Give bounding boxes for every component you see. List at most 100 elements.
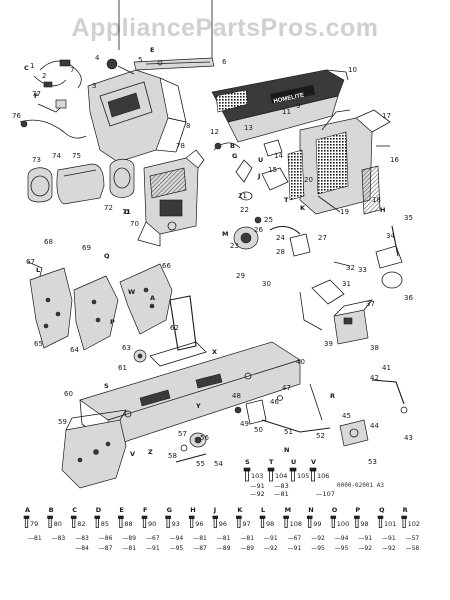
part-label-6: 6	[222, 58, 227, 66]
letter-label-W: W	[128, 288, 135, 296]
hw-bottom-screw-A: 79	[30, 520, 38, 528]
hw-bottom-screw-F: 90	[148, 520, 156, 528]
part-label-40: 40	[296, 358, 305, 366]
part-label-75: 75	[72, 152, 81, 160]
part-label-53: 53	[368, 458, 377, 466]
part-label-45: 45	[342, 412, 351, 420]
hw-bottom-extra-J: —89	[217, 545, 231, 552]
hw-bottom-letter-A: A	[25, 506, 30, 514]
part-label-41: 41	[382, 364, 391, 372]
hardware-legend-drawings	[23, 515, 407, 528]
part-label-54: 54	[214, 460, 223, 468]
letter-label-H: H	[380, 206, 385, 214]
hw-bottom-extra-L: —92	[264, 545, 278, 552]
part-label-77: 77	[32, 90, 41, 98]
part-label-48: 48	[232, 392, 241, 400]
hw-bottom-extra-Q: —92	[382, 545, 396, 552]
hw-top-washer-T: —83	[274, 482, 289, 490]
hw-top-letter-S: S	[245, 458, 250, 466]
part-label-12: 12	[210, 128, 219, 136]
part-label-44: 44	[370, 422, 379, 430]
part-label-24: 24	[276, 234, 285, 242]
hw-bottom-letter-D: D	[96, 506, 102, 514]
hw-top-letter-V: V	[311, 458, 316, 466]
part-label-25: 25	[264, 216, 273, 224]
hw-bottom-nut-F: —67	[146, 535, 160, 542]
letter-label-S: S	[104, 382, 109, 390]
part-label-63: 63	[122, 344, 131, 352]
part-label-76: 76	[12, 112, 21, 120]
hw-bottom-extra-F: —91	[146, 545, 160, 552]
letter-label-K: K	[300, 204, 306, 212]
letter-label-J: J	[257, 172, 260, 180]
battery-and-bracket	[299, 225, 403, 345]
part-label-66: 66	[162, 262, 171, 270]
part-label-4: 4	[95, 54, 100, 62]
part-label-7: 7	[70, 66, 74, 74]
hw-top-nut-V: —107	[316, 490, 335, 498]
part-label-34: 34	[386, 232, 395, 240]
rear-hitch-plate	[61, 409, 127, 489]
dash-console-assembly	[87, 57, 215, 163]
letter-label-Q: Q	[104, 252, 110, 260]
hw-bottom-letter-K: K	[237, 506, 243, 514]
hw-bottom-extra-M: —91	[288, 545, 302, 552]
hw-bolt-shank-B	[48, 518, 52, 528]
hw-bottom-nut-K: —81	[240, 535, 254, 542]
hw-bottom-letter-C: C	[72, 506, 77, 514]
hw-bottom-letter-P: P	[355, 506, 360, 514]
hw-bottom-letter-E: E	[119, 506, 123, 514]
hw-bottom-screw-B: 80	[54, 520, 62, 528]
hw-bottom-nut-R: —57	[406, 535, 420, 542]
hw-bottom-nut-H: —81	[193, 535, 207, 542]
hw-bottom-letter-H: H	[190, 506, 195, 514]
hw-bottom-extra-K: —89	[240, 545, 254, 552]
part-label-35: 35	[404, 214, 413, 222]
part-label-57: 57	[178, 430, 187, 438]
hw-bottom-screw-J: 96	[219, 520, 227, 528]
hw-bottom-nut-Q: —91	[382, 535, 396, 542]
part-label-3: 3	[92, 82, 96, 90]
part-label-23: 23	[230, 242, 239, 250]
part-label-73: 73	[32, 156, 41, 164]
hw-bottom-screw-P: 98	[360, 520, 368, 528]
letter-label-D: D	[124, 208, 130, 216]
part-label-30: 30	[262, 280, 271, 288]
hw-bolt-shank-H	[190, 518, 194, 528]
hw-bottom-letter-B: B	[49, 506, 54, 514]
hw-bottom-screw-H: 96	[195, 520, 203, 528]
part-label-64: 64	[70, 346, 79, 354]
top-lead-lines	[118, 0, 213, 62]
hw-bottom-nut-G: —94	[170, 535, 184, 542]
hw-top-nut-T: —81	[274, 490, 289, 498]
part-label-56: 56	[200, 434, 209, 442]
part-label-50: 50	[254, 426, 263, 434]
part-label-38: 38	[370, 344, 379, 352]
part-label-33: 33	[358, 266, 367, 274]
hw-bottom-letter-N: N	[308, 506, 313, 514]
hw-top-screw-T: 104	[275, 472, 287, 480]
hw-bottom-screw-G: 93	[172, 520, 180, 528]
hw-bottom-extra-C: —84	[75, 545, 89, 552]
part-label-37: 37	[366, 300, 375, 308]
hw-bolt-shank-R	[402, 518, 406, 528]
hw-bottom-nut-L: —91	[264, 535, 278, 542]
grille-frame-assembly	[287, 109, 391, 215]
part-label-27: 27	[318, 234, 327, 242]
hw-bolt-shank-N	[308, 518, 312, 528]
part-label-51: 51	[284, 428, 293, 436]
letter-label-G: G	[232, 152, 237, 160]
part-label-36: 36	[404, 294, 413, 302]
part-label-20: 20	[304, 176, 313, 184]
hw-bottom-screw-M: 108	[290, 520, 302, 528]
hw-bottom-nut-J: —81	[217, 535, 231, 542]
hw-bottom-nut-N: —92	[311, 535, 325, 542]
hw-bottom-extra-G: —95	[170, 545, 184, 552]
hw-bolt-shank-D	[95, 518, 99, 528]
hw-bottom-nut-D: —86	[99, 535, 113, 542]
letter-label-Z: Z	[148, 448, 153, 456]
hw-bottom-extra-E: —81	[122, 545, 136, 552]
hw-bottom-letter-G: G	[167, 506, 172, 514]
